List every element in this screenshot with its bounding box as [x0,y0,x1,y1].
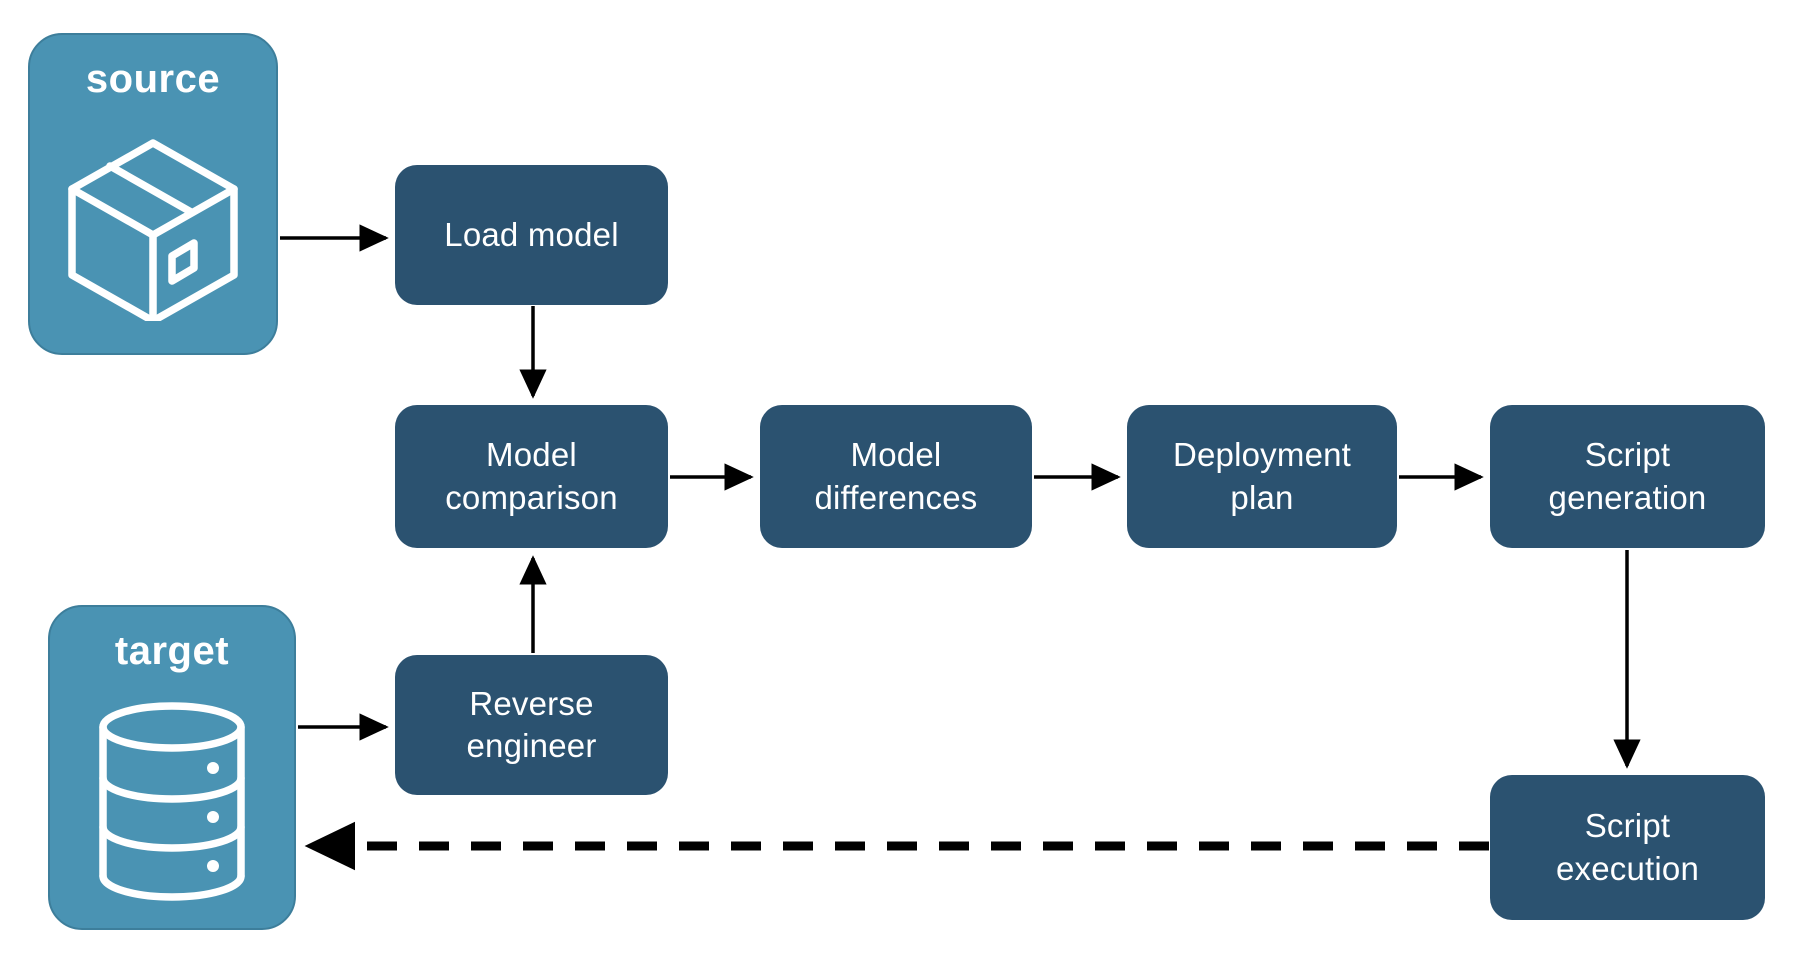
node-load-model-label: Load model [444,215,619,253]
node-deployment-plan[interactable]: Deployment plan [1127,405,1397,548]
node-target-label: target [114,629,230,673]
node-script-execution-label: Script execution [1555,807,1700,887]
node-model-comparison-label: Model comparison [445,436,618,516]
node-model-differences[interactable]: Model differences [760,405,1032,548]
node-target[interactable]: target [48,605,296,930]
node-model-comparison[interactable]: Model comparison [395,405,668,548]
node-deployment-plan-label: Deployment plan [1172,436,1352,516]
package-box-icon [30,102,276,353]
node-script-generation-label: Script generation [1548,436,1707,516]
node-script-generation[interactable]: Script generation [1490,405,1765,548]
node-load-model[interactable]: Load model [395,165,668,305]
node-source-label: source [85,57,221,101]
node-script-execution[interactable]: Script execution [1490,775,1765,920]
node-source[interactable]: source [28,33,278,355]
database-cylinder-icon [50,674,294,928]
node-model-differences-label: Model differences [814,436,978,516]
node-reverse-engineer-label: Reverse engineer [466,684,597,764]
node-reverse-engineer[interactable]: Reverse engineer [395,655,668,795]
